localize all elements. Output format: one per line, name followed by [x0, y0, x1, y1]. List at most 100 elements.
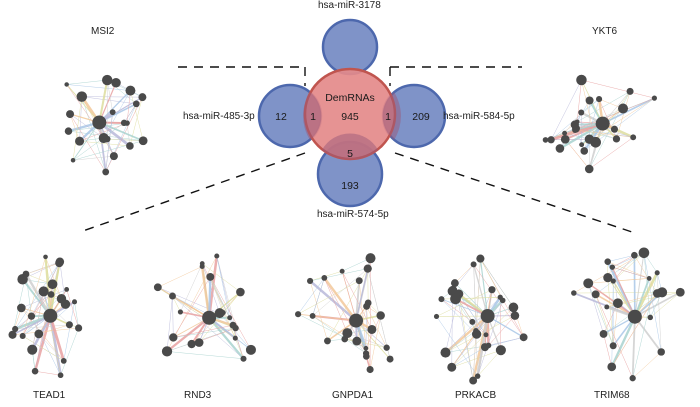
network-node [75, 324, 82, 331]
network-node [214, 253, 219, 258]
network-node [576, 75, 587, 86]
network-edge [437, 316, 478, 376]
network-node [202, 311, 216, 325]
network-node [92, 115, 106, 129]
network-node [657, 348, 664, 355]
mirna-label-top: hsa-miR-3178 [318, 1, 381, 11]
network-edge [480, 259, 487, 316]
network-node [233, 336, 238, 341]
gene-label-msi2: MSI2 [91, 27, 114, 37]
network-node [310, 313, 316, 319]
network-node [511, 311, 520, 320]
network-node [364, 346, 369, 351]
network-node [618, 103, 628, 113]
bottom-unique-count: 193 [341, 180, 359, 192]
network-node [99, 133, 109, 143]
network-node [366, 253, 376, 263]
network-node [562, 131, 567, 136]
network-node [58, 372, 64, 378]
network-edge [298, 314, 356, 320]
gene-label-gnpda1: GNPDA1 [332, 391, 373, 401]
network-node [647, 276, 652, 281]
network-node [125, 86, 135, 96]
left-unique-count: 12 [275, 111, 287, 123]
network-node [133, 101, 140, 108]
network-edge [608, 278, 613, 346]
bottom-overlap-count: 5 [347, 148, 353, 160]
network-node [215, 308, 225, 318]
network-edge [633, 317, 635, 378]
network-node [647, 315, 653, 321]
network-node [169, 333, 177, 341]
network-node [471, 261, 477, 267]
network-node [61, 299, 70, 308]
right-overlap-count: 1 [385, 111, 391, 123]
network-edge [633, 352, 662, 378]
network-node [32, 368, 39, 375]
network-node [64, 287, 69, 292]
network-node [110, 109, 116, 115]
network-node [227, 315, 232, 320]
network-node [653, 289, 662, 298]
network-edge [581, 80, 654, 98]
gene-label-prkacb: PRKACB [455, 391, 496, 401]
network-node [43, 255, 48, 260]
network-node [28, 313, 35, 320]
network-gnpda1 [295, 253, 394, 373]
network-node [520, 333, 528, 341]
network-node [307, 278, 313, 284]
network-edge [167, 351, 243, 358]
network-edge [488, 337, 523, 345]
network-edge [158, 266, 202, 287]
network-node [600, 330, 608, 338]
network-edge [75, 302, 79, 328]
network-node [195, 338, 204, 347]
network-node [56, 258, 64, 266]
network-node [349, 314, 363, 328]
mirna-label-left: hsa-miR-485-3p [183, 112, 255, 122]
network-node [17, 304, 26, 313]
network-node [27, 345, 37, 355]
network-node [610, 264, 615, 269]
network-node [447, 363, 456, 372]
network-node [8, 331, 16, 339]
mirna-label-right: hsa-miR-584-5p [443, 112, 515, 122]
network-node [438, 296, 444, 302]
network-node [71, 158, 76, 163]
network-node [630, 375, 636, 381]
network-node [110, 152, 118, 160]
network-node [34, 330, 43, 339]
network-node [230, 322, 237, 329]
network-node [48, 279, 58, 289]
network-edge [455, 264, 474, 283]
network-node [77, 91, 88, 102]
network-ykt6 [543, 75, 657, 174]
network-node [579, 142, 584, 147]
network-node [75, 137, 84, 146]
network-node [607, 363, 616, 372]
network-node [488, 286, 495, 293]
network-edge [64, 302, 75, 361]
network-node [139, 136, 148, 145]
venn-circle-top [323, 20, 377, 74]
network-node [367, 366, 374, 373]
network-node [124, 120, 130, 126]
network-node [496, 345, 506, 355]
gene-label-rnd3: RND3 [184, 391, 211, 401]
network-edge [67, 80, 108, 84]
network-edge [73, 156, 114, 160]
network-node [206, 273, 214, 281]
network-node [340, 269, 345, 274]
center-count: 945 [341, 111, 359, 123]
network-node [596, 96, 602, 102]
mirna-label-bottom: hsa-miR-574-5p [317, 210, 389, 220]
network-edge [441, 299, 487, 316]
network-node [188, 340, 196, 348]
network-node [603, 273, 612, 282]
network-node [178, 309, 183, 314]
gene-label-trim68: TRIM68 [594, 391, 630, 401]
network-node [295, 311, 301, 317]
network-node [246, 345, 256, 355]
network-node [610, 342, 617, 349]
